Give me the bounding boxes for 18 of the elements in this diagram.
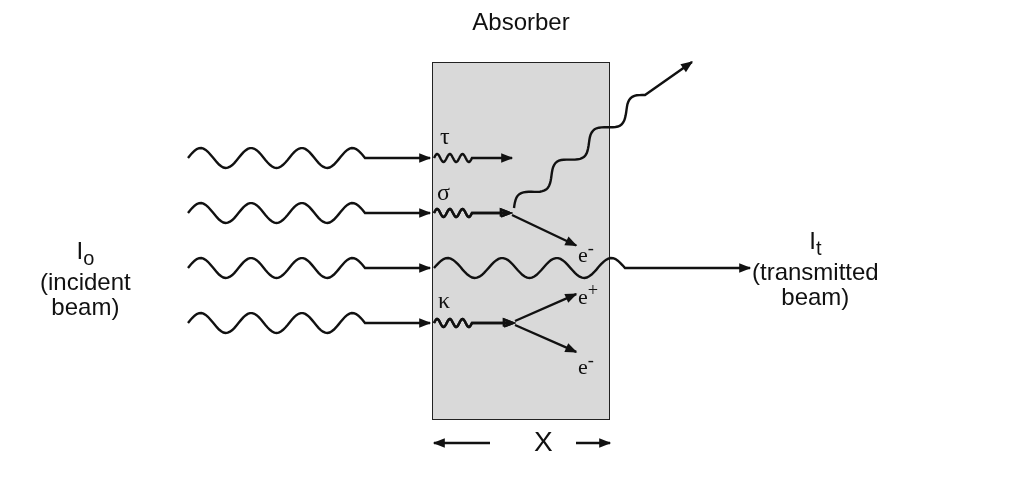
wavy-arrow — [433, 256, 752, 280]
wavy-arrow — [432, 152, 514, 164]
wavy-arrow — [187, 256, 432, 280]
beam-label: I$_{o}$ (incident beam) — [40, 238, 131, 320]
wavy-arrow — [187, 146, 432, 170]
dimension-label: X — [534, 428, 553, 456]
particle-label: e$^{+}$ — [578, 281, 599, 309]
wavy-arrow — [432, 60, 694, 219]
wavy-arrow — [187, 311, 432, 335]
edge-label: σ — [437, 180, 450, 204]
wavy-arrow — [432, 317, 578, 354]
particle-label: e$^{-}$ — [578, 351, 594, 379]
edge-label: κ — [438, 288, 451, 312]
particle-label: e$^{-}$ — [578, 239, 594, 267]
wavy-arrow — [187, 201, 432, 225]
beam-label: I$_{t}$ (transmitted beam) — [752, 228, 879, 310]
edge-label: τ — [440, 124, 450, 148]
block-title: Absorber — [471, 10, 571, 34]
